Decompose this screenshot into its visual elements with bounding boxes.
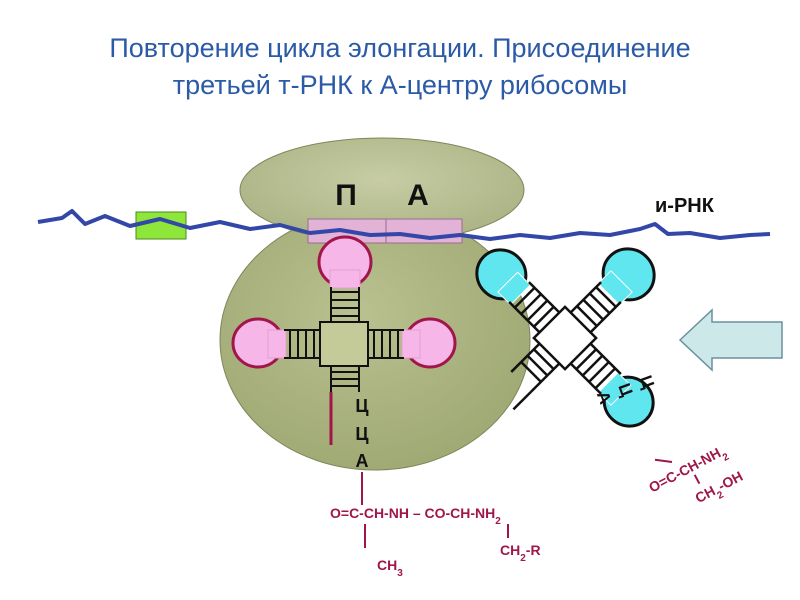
peptide-chain-sub: 2 (495, 516, 501, 527)
mrna-strand (37, 209, 771, 241)
trna-right-ch2oh: CH2-OH (692, 468, 748, 511)
mrna-label: и-РНК (655, 195, 715, 217)
trna-left-anticodon-1: Ц (355, 396, 369, 416)
title-line-2: третьей т-РНК к А-центру рибосомы (172, 70, 628, 100)
trna-left-ch3: CH3 (377, 557, 403, 579)
trna-left-anticodon-3: А (356, 451, 369, 471)
slide-title: Повторение цикла элонгации. Присоединени… (0, 30, 800, 104)
trna-right-anticodon-3: А (593, 389, 615, 407)
site-a-label: А (407, 179, 429, 212)
trna-left-ch2r: CH2-R (500, 542, 541, 564)
site-p-label: П (335, 179, 357, 212)
title-line-1: Повторение цикла элонгации. Присоединени… (109, 33, 691, 63)
peptide-chain-main: O=C-CH-NH – CO-CH-NH (330, 505, 495, 521)
trna-left (231, 235, 457, 445)
trna-right (475, 247, 656, 428)
a-site-box (385, 218, 463, 244)
trna-left-anticodon-2: Ц (355, 424, 369, 444)
trna-right-top-loop (601, 247, 656, 302)
entry-arrow (678, 308, 783, 372)
trna-left-peptide-chain: O=C-CH-NH – CO-CH-NH2 (330, 505, 501, 527)
